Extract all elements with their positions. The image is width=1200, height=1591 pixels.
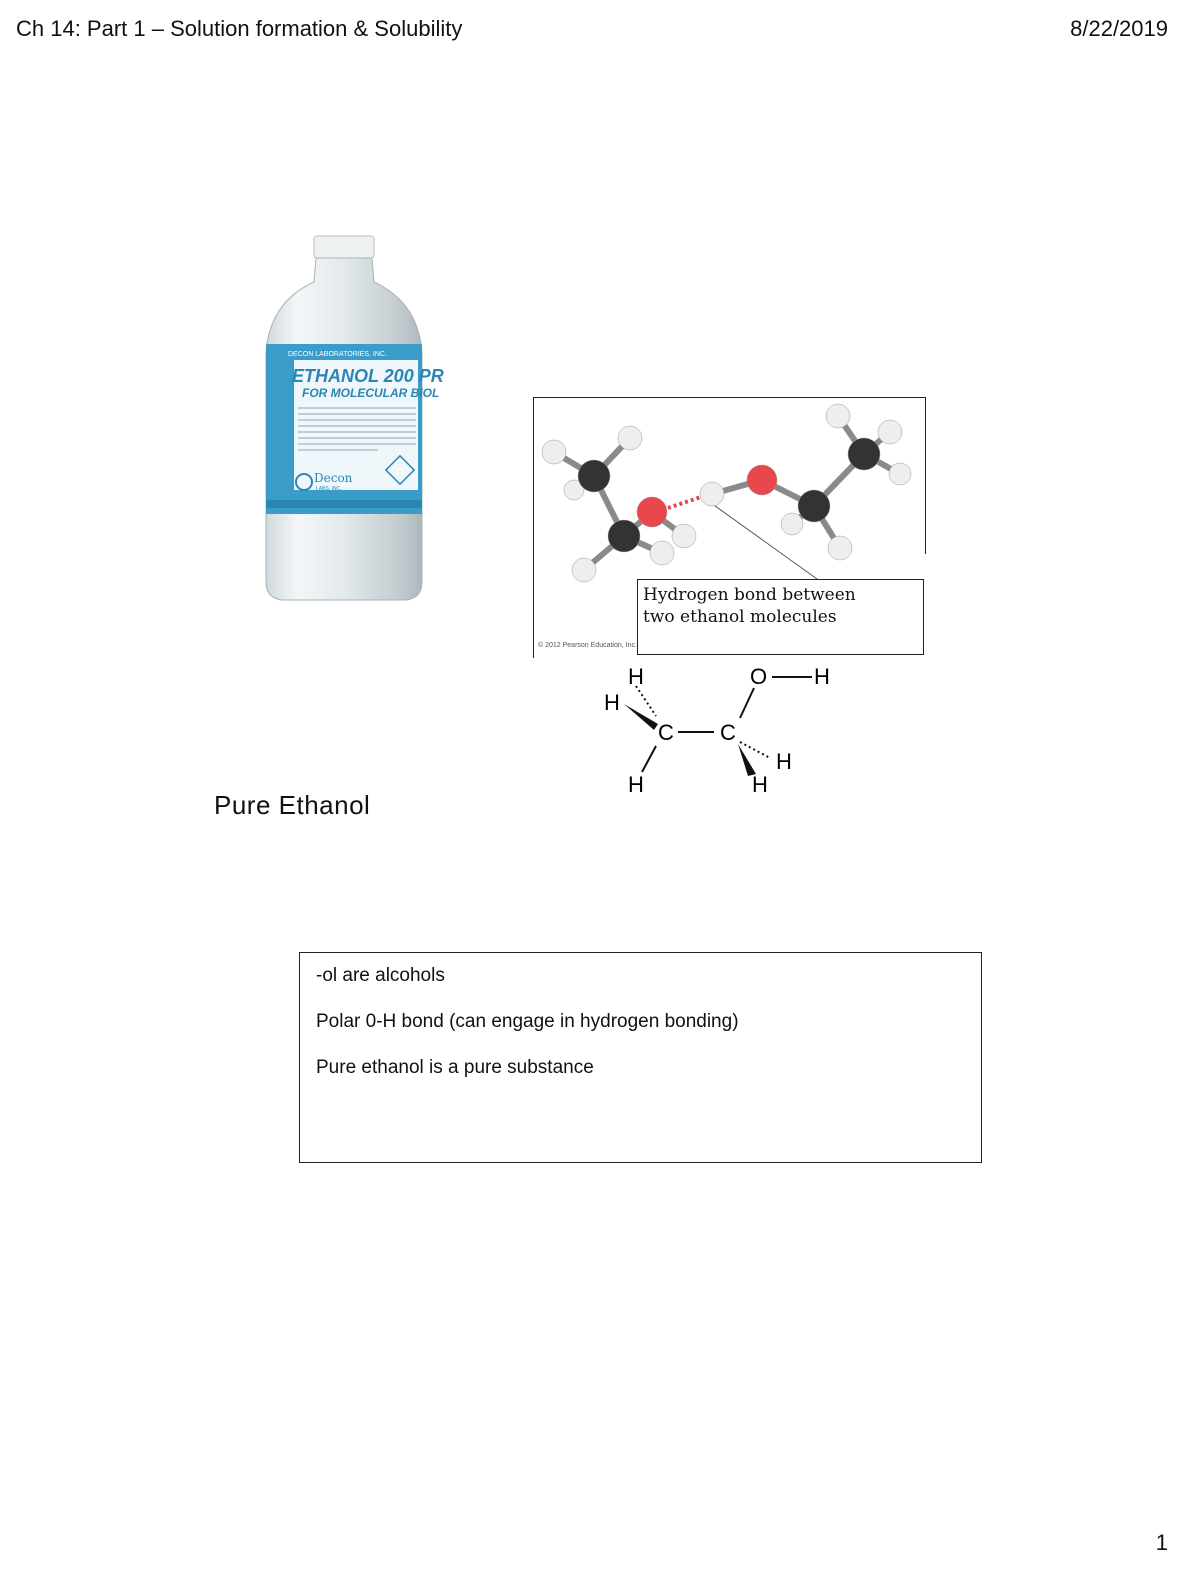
atom-h-1: H <box>628 664 644 689</box>
hydrogen-bond-label-line2: two ethanol molecules <box>643 607 837 627</box>
atom-h-2: H <box>604 690 620 715</box>
hydrogen-bond-label: Hydrogen bond between two ethanol molecu… <box>637 579 924 655</box>
page-number: 1 <box>1155 1530 1168 1555</box>
atom-h-6: H <box>752 772 768 797</box>
bottle-logo: Decon <box>314 471 353 485</box>
bottle-diamond-icon <box>384 454 416 486</box>
label-leader-line <box>703 497 825 585</box>
bottle-product-name: ETHANOL 200 PR <box>292 366 444 386</box>
bottle-subtitle: FOR MOLECULAR BIOL <box>302 386 439 400</box>
atom-h-4: H <box>814 664 830 689</box>
atom-o: O <box>750 664 767 689</box>
note-line-1: -ol are alcohols <box>316 965 445 986</box>
atom-c-2: C <box>720 720 736 745</box>
hydrogen-bond-label-line1: Hydrogen bond between <box>643 585 856 605</box>
notes-box: -ol are alcohols Polar 0-H bond (can eng… <box>299 952 982 1163</box>
hydrogen-bond-line <box>667 494 705 510</box>
page-title: Ch 14: Part 1 – Solution formation & Sol… <box>16 16 463 41</box>
figure-copyright: © 2012 Pearson Education, Inc. <box>538 642 637 649</box>
bottle-brand-line: DECON LABORATORIES, INC. <box>288 351 387 358</box>
bottle-logo-sub: LABS, INC. <box>316 486 342 492</box>
ethanol-structural-formula: H H C H C O H H H <box>604 664 830 797</box>
figure-caption: Pure Ethanol <box>214 790 371 820</box>
page-date: 8/22/2019 <box>1070 16 1168 41</box>
atom-h-3: H <box>628 772 644 797</box>
atom-h-5: H <box>776 749 792 774</box>
ethanol-bottle-image: DECON LABORATORIES, INC. ETHANOL 200 PR … <box>265 235 444 601</box>
atom-c-1: C <box>658 720 674 745</box>
note-line-2: Polar 0-H bond (can engage in hydrogen b… <box>316 1011 739 1032</box>
ethanol-hydrogen-bond-diagram <box>541 403 912 585</box>
bottle-logo-icon <box>295 473 313 491</box>
note-line-3: Pure ethanol is a pure substance <box>316 1057 594 1078</box>
